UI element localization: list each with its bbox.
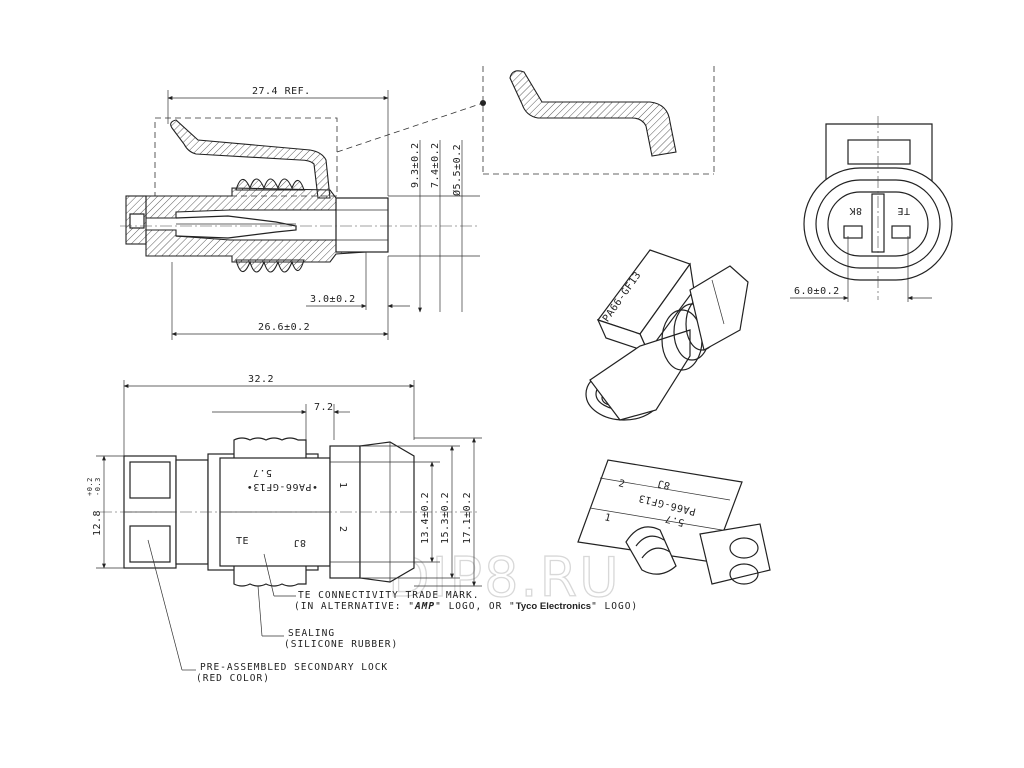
tube-back: [335, 197, 389, 253]
side-rev: 5.7: [252, 467, 272, 478]
callout-trademark-line2: (IN ALTERNATIVE: "AMP" LOGO, OR "Tyco El…: [294, 601, 638, 612]
detail-leader: [336, 102, 484, 153]
end-view: 8K TE 6.0±0.2: [790, 116, 953, 302]
dim-7-2: 7.2: [314, 402, 334, 413]
dim-9-3: 9.3±0.2: [410, 142, 421, 188]
side-cav1: 1: [337, 482, 348, 489]
callout-sealing-line1: SEALING: [288, 628, 335, 639]
dim-17-1: 17.1±0.2: [462, 492, 473, 544]
dim-12-8-tol-plus: +0.2: [86, 477, 94, 496]
dim-15-3: 15.3±0.2: [440, 492, 451, 544]
dim-12-8: 12.8: [92, 510, 103, 536]
body-lower: [145, 229, 367, 263]
side-brand: TE: [236, 536, 249, 547]
dim-12-8-tol-minus: -0.3: [94, 477, 102, 496]
section-view: 27.4 REF. 9.3±0.2 7.4±0.2 Ø5.5±0.2 3.0±0…: [120, 86, 486, 340]
seal-ribs-lower: [235, 259, 305, 273]
callout-sealing-line2: (SILICONE RUBBER): [284, 639, 398, 650]
dim-5-5: Ø5.5±0.2: [451, 144, 463, 196]
side-cav2: 2: [337, 526, 348, 533]
iso2-code: 8J: [656, 477, 671, 491]
end-cavity-right: [891, 225, 911, 239]
seal-ribs-upper: [235, 178, 305, 191]
dim-27-4-ref: 27.4 REF.: [252, 86, 311, 97]
detail-view: [482, 66, 715, 175]
callout-lock-line2: (RED COLOR): [196, 673, 270, 684]
iso2-cav2: 2: [617, 478, 626, 490]
end-brand: TE: [897, 205, 910, 216]
side-code-8j: 8J: [293, 537, 306, 548]
dim-7-4: 7.4±0.2: [430, 142, 441, 188]
front-cavity: [129, 213, 145, 229]
latch-detail: [509, 70, 677, 157]
watermark-text: DIP8.RU: [388, 546, 621, 609]
iso2-rev: 5.7: [664, 512, 686, 527]
dim-32-2: 32.2: [248, 374, 274, 385]
end-latch: [847, 139, 911, 165]
iso2-cav1: 1: [603, 512, 612, 524]
iso-view-bottom: 2 1 8J PA66-GF13 5.7: [577, 459, 771, 585]
dim-26-6: 26.6±0.2: [258, 322, 310, 333]
side-view: 32.2 7.2 5.7 •PA66-GF13• TE 8J 1 2: [86, 374, 482, 671]
callout-trademark-line1: TE CONNECTIVITY TRADE MARK.: [298, 590, 479, 601]
callouts: TE CONNECTIVITY TRADE MARK. (IN ALTERNAT…: [196, 590, 638, 684]
dim-6-0: 6.0±0.2: [794, 286, 840, 297]
callout-lock-line1: PRE-ASSEMBLED SECONDARY LOCK: [200, 662, 388, 673]
dim-3-0: 3.0±0.2: [310, 294, 356, 305]
terminal-channel: [175, 215, 297, 239]
iso-view-top: PA66-GF13: [585, 249, 749, 421]
side-part-code: •PA66-GF13•: [246, 481, 318, 492]
body-upper: [145, 187, 367, 219]
end-cavity-left: [843, 225, 863, 239]
detail-dot: [480, 100, 486, 106]
end-code-8k: 8K: [849, 205, 862, 216]
dim-13-4: 13.4±0.2: [420, 492, 431, 544]
